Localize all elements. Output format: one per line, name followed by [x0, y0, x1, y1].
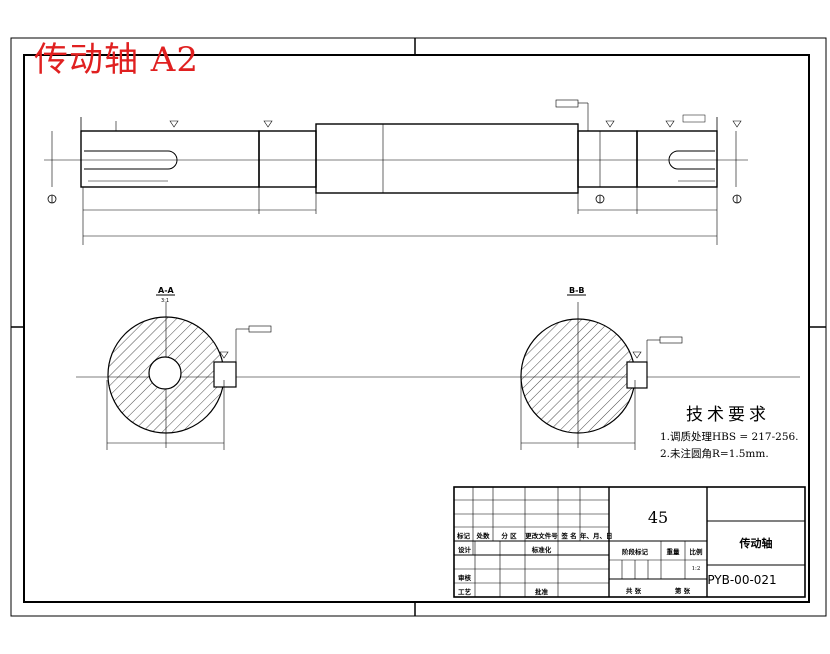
technical-requirements-title: 技术要求: [686, 405, 770, 425]
inner-drawing-frame: [23, 54, 810, 603]
header-mark: 标记: [457, 532, 470, 540]
header-process: 工艺: [458, 588, 471, 596]
shaft-section-right-step: [577, 130, 638, 188]
part-name: 传动轴: [739, 537, 773, 550]
section-a-label: A-A: [158, 286, 175, 295]
drawing-number: PYB-00-021: [707, 573, 777, 587]
section-b-keyway: [626, 361, 648, 389]
header-signature: 签 名: [561, 532, 577, 540]
header-design: 设计: [458, 546, 471, 554]
header-weight: 重量: [666, 548, 680, 556]
header-change-doc: 更改文件号: [525, 532, 558, 540]
section-b-disc: [520, 318, 636, 434]
title-block: [453, 486, 806, 598]
header-stage-mark: 阶段标记: [622, 548, 648, 556]
shaft-section-right-journal: [636, 130, 718, 188]
section-a-keyway: [213, 361, 237, 388]
section-a-bore: [148, 356, 182, 390]
scale-value: 1:2: [691, 566, 701, 572]
shaft-section-left-step: [258, 130, 317, 188]
keyway-right: [668, 150, 715, 170]
shaft-main-view: [44, 99, 748, 245]
header-zone: 分 区: [501, 532, 517, 540]
header-date: 年、月、日: [580, 532, 613, 540]
technical-requirement-item: 2.未注圆角R=1.5mm.: [660, 448, 769, 460]
section-a-scale: 3:1: [161, 298, 169, 304]
header-review: 审核: [458, 574, 471, 582]
section-a-a: [76, 302, 800, 450]
header-approve: 批准: [535, 588, 548, 596]
header-count: 处数: [476, 532, 490, 540]
header-sheets-total: 共 张: [625, 587, 642, 595]
shaft-section-middle: [315, 123, 579, 194]
section-b-b: [520, 302, 683, 450]
header-sheet-no: 第 张: [674, 587, 691, 595]
shaft-section-left-journal: [80, 130, 260, 188]
drawing-title-stamp: 传动轴 A2: [34, 40, 199, 80]
material-value: 45: [647, 508, 669, 527]
header-scale: 比例: [689, 548, 703, 556]
section-b-label: B-B: [569, 286, 585, 295]
technical-requirement-item: 1.调质处理HBS = 217-256.: [660, 431, 799, 443]
keyway-left: [84, 150, 178, 170]
header-standardize: 标准化: [531, 546, 552, 554]
